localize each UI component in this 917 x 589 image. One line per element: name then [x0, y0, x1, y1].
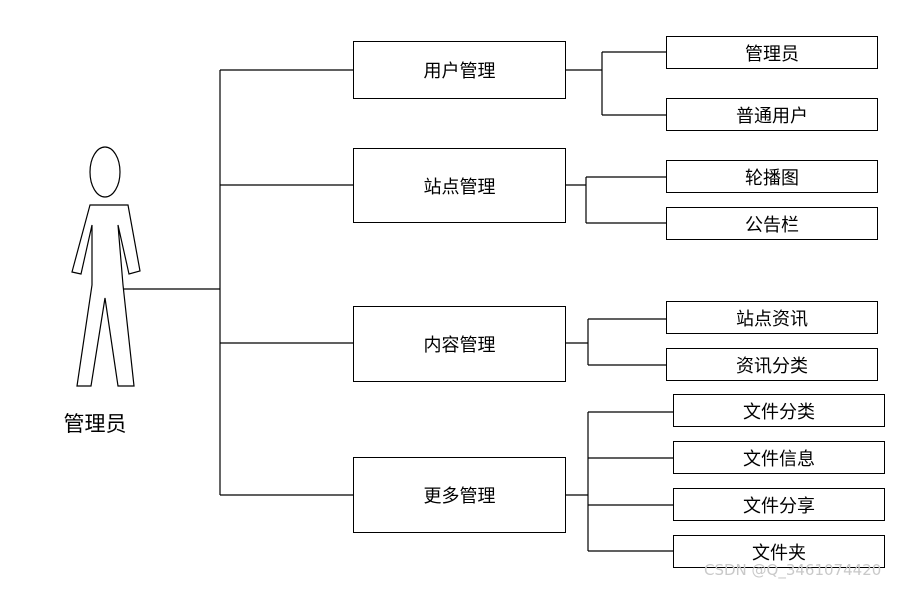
module-user-management: 用户管理 [353, 41, 566, 99]
module-site-management: 站点管理 [353, 148, 566, 223]
leaf-regular-user: 普通用户 [666, 98, 878, 131]
leaf-file-info: 文件信息 [673, 441, 885, 474]
leaf-file-share: 文件分享 [673, 488, 885, 521]
module-more-management: 更多管理 [353, 457, 566, 533]
module-content-management: 内容管理 [353, 306, 566, 382]
leaf-site-news: 站点资讯 [666, 301, 878, 334]
leaf-bulletin: 公告栏 [666, 207, 878, 240]
watermark: CSDN @Q_3461074420 [704, 561, 882, 579]
leaf-carousel: 轮播图 [666, 160, 878, 193]
leaf-admin: 管理员 [666, 36, 878, 69]
actor-figure-icon [71, 146, 141, 387]
leaf-folder: 文件夹 [673, 535, 885, 568]
leaf-news-category: 资讯分类 [666, 348, 878, 381]
actor-label: 管理员 [63, 412, 127, 436]
leaf-file-category: 文件分类 [673, 394, 885, 427]
